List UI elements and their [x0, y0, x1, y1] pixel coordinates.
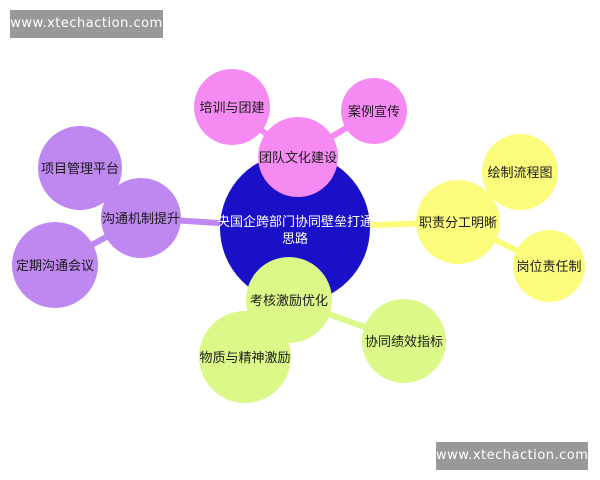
- center-title-line2: 思路: [282, 231, 308, 247]
- node-flowchart: 绘制流程图: [487, 166, 552, 181]
- center-circle: [220, 153, 370, 303]
- branch-communication: 项目管理平台 定期沟通会议 沟通机制提升: [12, 126, 181, 308]
- node-synergy-kpi: 协同绩效指标: [365, 335, 443, 350]
- watermark-top: www.xtechaction.com: [10, 10, 163, 38]
- node-regular-meeting: 定期沟通会议: [16, 259, 94, 274]
- center-node: 央国企跨部门协同壁垒打通 思路: [217, 153, 373, 303]
- branch-team-culture: 培训与团建 案例宣传 团队文化建设: [194, 69, 407, 197]
- node-team-culture: 团队文化建设: [259, 151, 337, 166]
- branch-responsibility: 绘制流程图 岗位责任制 职责分工明晰: [416, 134, 585, 302]
- branch-evaluation: 物质与精神激励 协同绩效指标 考核激励优化: [199, 257, 446, 403]
- node-material-spiritual: 物质与精神激励: [199, 351, 290, 366]
- node-pm-platform: 项目管理平台: [41, 162, 119, 177]
- node-evaluation: 考核激励优化: [250, 294, 328, 309]
- node-post-responsibility: 岗位责任制: [516, 260, 581, 275]
- watermark-bottom: www.xtechaction.com: [436, 442, 588, 470]
- node-responsibility: 职责分工明晰: [419, 216, 497, 231]
- center-title-line1: 央国企跨部门协同壁垒打通: [217, 214, 373, 230]
- node-case-promotion: 案例宣传: [348, 104, 400, 120]
- node-training: 培训与团建: [199, 100, 264, 116]
- node-communication: 沟通机制提升: [102, 211, 180, 227]
